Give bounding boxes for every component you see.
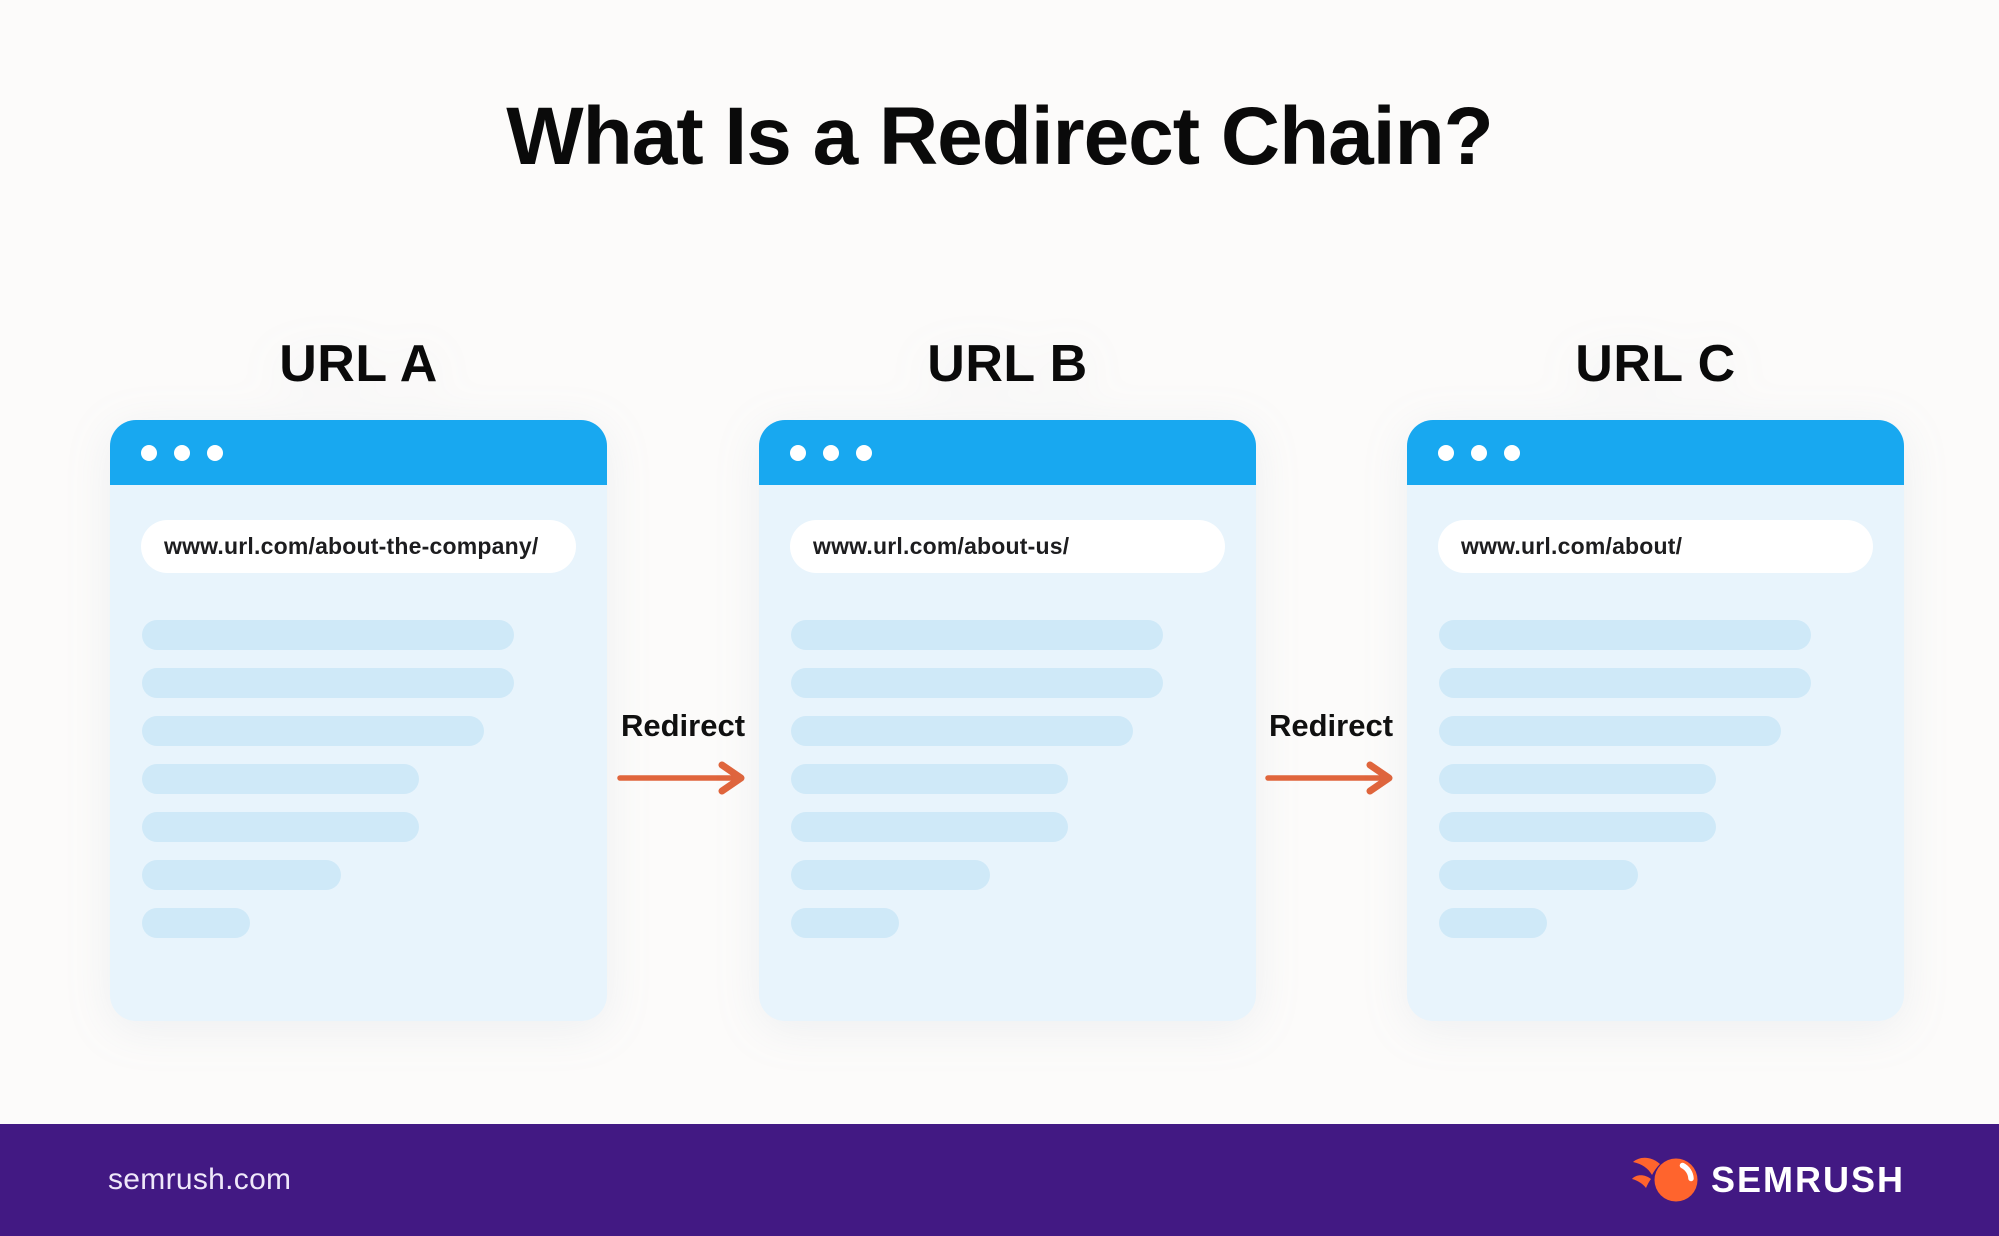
browser-titlebar (110, 420, 607, 485)
window-dot-icon (1438, 444, 1454, 461)
placeholder-line (142, 908, 251, 938)
placeholder-line (142, 860, 342, 890)
browser-titlebar (1407, 420, 1904, 485)
placeholder-line (791, 716, 1134, 746)
redirect-connector-1: Redirect (607, 708, 759, 796)
placeholder-line (1439, 716, 1782, 746)
window-dot-icon (174, 444, 190, 461)
redirect-arrow-icon (617, 761, 745, 795)
placeholder-line (791, 764, 1069, 794)
browser-body: www.url.com/about-us/ (759, 485, 1256, 1021)
browser-window-a: URL A www.url.com/about-the-company/ (110, 335, 607, 1021)
placeholder-line (791, 668, 1164, 698)
footer-site-url: semrush.com (108, 1163, 292, 1196)
window-dot-icon (141, 444, 157, 461)
window-dot-icon (1471, 444, 1487, 461)
window-b-label: URL B (927, 335, 1088, 393)
redirect-label: Redirect (1268, 708, 1394, 743)
address-bar: www.url.com/about-the-company/ (141, 520, 576, 573)
content-placeholder-lines (1439, 620, 1872, 938)
placeholder-line (1439, 620, 1812, 650)
placeholder-line (791, 620, 1164, 650)
window-c-label: URL C (1575, 335, 1736, 393)
window-dot-icon (790, 444, 806, 461)
placeholder-line (142, 812, 420, 842)
browser-titlebar (759, 420, 1256, 485)
window-dot-icon (823, 444, 839, 461)
footer-bar: semrush.com SEMRUSH (0, 1124, 1999, 1236)
semrush-wordmark: SEMRUSH (1710, 1159, 1905, 1200)
address-bar: www.url.com/about/ (1438, 520, 1873, 573)
placeholder-line (791, 812, 1069, 842)
window-dot-icon (856, 444, 872, 461)
browser-body: www.url.com/about/ (1407, 485, 1904, 1021)
content-placeholder-lines (142, 620, 575, 938)
semrush-logo: SEMRUSH (1631, 1153, 1905, 1207)
placeholder-line (791, 908, 900, 938)
placeholder-line (1439, 668, 1812, 698)
redirect-connector-2: Redirect (1255, 708, 1407, 796)
window-dot-icon (1504, 444, 1520, 461)
placeholder-line (142, 764, 420, 794)
placeholder-line (1439, 812, 1717, 842)
placeholder-line (791, 860, 991, 890)
address-bar: www.url.com/about-us/ (790, 520, 1225, 573)
page-title: What Is a Redirect Chain? (506, 91, 1494, 182)
browser-window-b: URL B www.url.com/about-us/ (759, 335, 1256, 1021)
placeholder-line (142, 716, 485, 746)
placeholder-line (1439, 764, 1717, 794)
placeholder-line (142, 668, 515, 698)
browser-body: www.url.com/about-the-company/ (110, 485, 607, 1021)
browser-window-c: URL C www.url.com/about/ (1407, 335, 1904, 1021)
redirect-arrow-icon (1265, 761, 1393, 795)
placeholder-line (142, 620, 515, 650)
window-dot-icon (207, 444, 223, 461)
placeholder-line (1439, 860, 1639, 890)
content-placeholder-lines (791, 620, 1224, 938)
window-a-label: URL A (279, 335, 438, 393)
placeholder-line (1439, 908, 1548, 938)
redirect-label: Redirect (620, 708, 746, 743)
semrush-flame-icon (1631, 1157, 1698, 1202)
